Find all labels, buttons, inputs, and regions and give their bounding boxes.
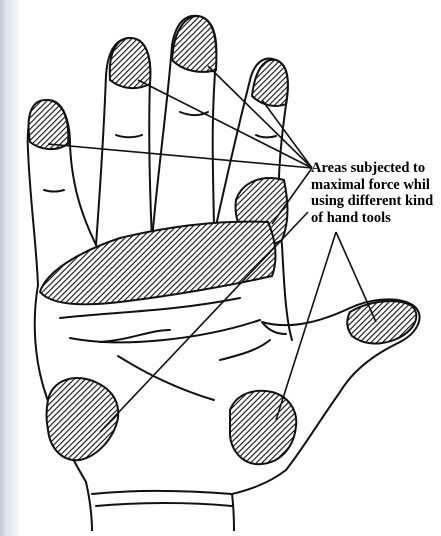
callout-line-2: maximal force whil [311, 177, 439, 194]
callout-line-3: using different kind [311, 193, 439, 210]
callout-line-1: Areas subjected to [311, 160, 439, 177]
callout-line-4: of hand tools [311, 210, 439, 227]
thumb-tip-area [347, 301, 416, 343]
callout-label: Areas subjected to maximal force whil us… [311, 160, 439, 226]
force-areas [29, 16, 417, 464]
ring-fingertip-area [110, 38, 151, 88]
index-fingertip-area [252, 60, 288, 106]
leader-index-finger [262, 100, 312, 168]
thenar-area [230, 391, 296, 464]
palm-band-area [40, 222, 275, 305]
hypothenar-area [47, 378, 119, 460]
